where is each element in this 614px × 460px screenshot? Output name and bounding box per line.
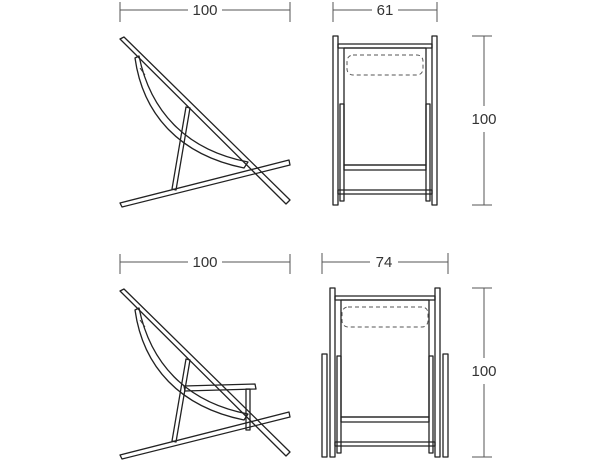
base-runner [119,411,291,460]
headrest-cushion [346,54,424,76]
height-dimension-line [472,35,492,206]
seat-sling [134,55,249,169]
right-armrest-post [442,353,449,458]
width-dimension-line [119,254,291,274]
armrest [183,383,257,392]
seat-crossbar [340,416,430,423]
left-frame-post [332,35,339,206]
left-armrest-post [321,353,328,458]
base-runner [119,159,291,208]
front-view-chair-b: 74 100 [321,253,497,458]
seat-sling [134,307,249,421]
width-dimension-label: 100 [192,254,217,271]
front-view-chair-a: 61 100 [332,2,497,206]
width-dimension-label: 100 [192,2,217,19]
base-crossbar [334,441,436,447]
height-dimension-label: 100 [471,111,496,128]
seat-fabric [343,47,427,166]
armrest-support [245,388,251,431]
front-leg [171,358,191,443]
top-bar-end [139,319,146,328]
height-dimension-line [472,287,492,458]
width-dimension-line [321,253,449,274]
backrest-frame [119,288,291,457]
seat-crossbar [343,164,427,171]
base-crossbar [337,189,433,195]
right-frame-post [434,287,441,458]
headrest-cushion [341,306,429,328]
front-leg [171,106,191,191]
side-view-chair-a: 100 [119,2,291,208]
right-frame-post [431,35,438,206]
top-bar-end [139,67,146,76]
seat-fabric [340,299,430,418]
backrest-frame [119,36,291,205]
side-view-chair-b: 100 [119,254,291,460]
width-dimension-label: 61 [377,2,394,19]
width-dimension-line [119,2,291,22]
height-dimension-label: 100 [471,363,496,380]
width-dimension-label: 74 [376,254,393,271]
width-dimension-line [332,2,438,22]
left-frame-post [329,287,336,458]
